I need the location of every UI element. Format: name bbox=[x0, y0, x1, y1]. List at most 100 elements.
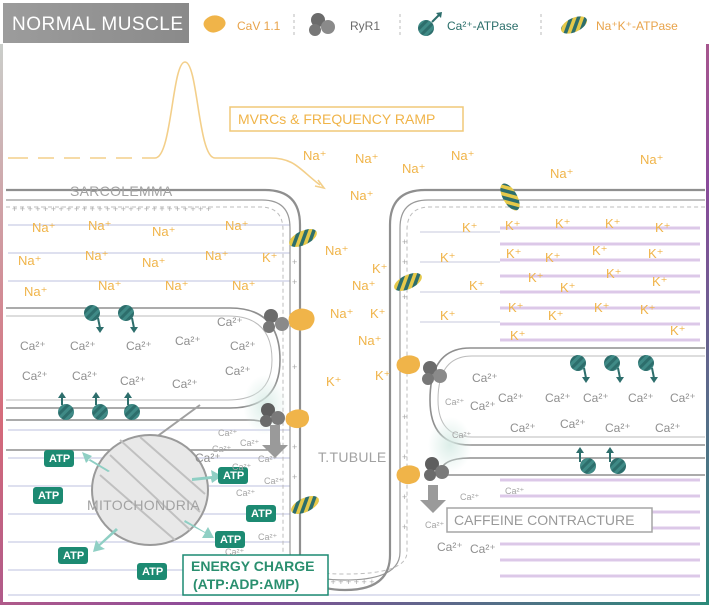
svg-text:Ca²⁺: Ca²⁺ bbox=[583, 391, 609, 405]
svg-text:ATP: ATP bbox=[63, 550, 84, 562]
ca-atpase-pumps bbox=[58, 305, 658, 474]
svg-text:K⁺: K⁺ bbox=[508, 300, 524, 315]
sarcolemma-label: SARCOLEMMA bbox=[70, 183, 173, 199]
left-cell-stripes bbox=[8, 224, 700, 596]
svg-text:+: + bbox=[402, 412, 407, 422]
svg-text:Ca²⁺: Ca²⁺ bbox=[22, 369, 48, 383]
svg-text:Na⁺: Na⁺ bbox=[402, 161, 425, 176]
ca-atpase-icon bbox=[570, 355, 590, 383]
svg-text:Ca²⁺: Ca²⁺ bbox=[172, 377, 198, 391]
svg-text:Ca²⁺: Ca²⁺ bbox=[452, 430, 472, 440]
atp-badge: ATP bbox=[44, 450, 74, 467]
svg-text:ATP: ATP bbox=[223, 470, 244, 482]
svg-text:+: + bbox=[292, 472, 297, 482]
ryr-icon bbox=[263, 309, 289, 333]
svg-text:K⁺: K⁺ bbox=[652, 274, 668, 289]
svg-text:Ca²⁺: Ca²⁺ bbox=[225, 364, 251, 378]
svg-text:+: + bbox=[292, 362, 297, 372]
ryr-icon bbox=[424, 457, 449, 481]
ca-atpase-icon bbox=[84, 305, 104, 333]
cav-icon bbox=[396, 465, 421, 485]
svg-text:Ca²⁺: Ca²⁺ bbox=[70, 339, 96, 353]
page-title: NORMAL MUSCLE bbox=[12, 14, 184, 35]
svg-text:Ca²⁺: Ca²⁺ bbox=[175, 334, 201, 348]
svg-text:Na⁺: Na⁺ bbox=[355, 151, 378, 166]
svg-text:K⁺: K⁺ bbox=[605, 216, 621, 231]
svg-text:Ca²⁺: Ca²⁺ bbox=[217, 315, 243, 329]
left-cell-membrane bbox=[6, 188, 705, 592]
svg-text:Na⁺: Na⁺ bbox=[303, 148, 326, 163]
svg-text:Ca²⁺: Ca²⁺ bbox=[628, 391, 654, 405]
ca-ions: Ca²⁺ Ca²⁺ Ca²⁺ Ca²⁺ Ca²⁺ Ca²⁺ Ca²⁺ Ca²⁺ … bbox=[20, 315, 696, 557]
ca-atpase-icon bbox=[92, 392, 108, 420]
ca-atpase-icon bbox=[118, 305, 138, 333]
mvrc-waveform bbox=[8, 61, 326, 190]
svg-text:K⁺: K⁺ bbox=[440, 250, 456, 265]
svg-text:Ca²⁺: Ca²⁺ bbox=[240, 438, 260, 448]
svg-text:K⁺: K⁺ bbox=[505, 218, 521, 233]
svg-text:Na⁺: Na⁺ bbox=[330, 306, 353, 321]
ryr-icon bbox=[260, 403, 285, 427]
svg-text:Ca²⁺: Ca²⁺ bbox=[470, 399, 496, 413]
atp-badges: ATP ATP ATP ATP ATP ATP ATP bbox=[33, 450, 276, 580]
svg-text:Ca²⁺: Ca²⁺ bbox=[472, 371, 498, 385]
svg-text:Ca²⁺: Ca²⁺ bbox=[258, 454, 278, 464]
svg-text:+ + + + + + + + + + + + + + +: + + + + + + + + + + + + + + + + + + + + … bbox=[12, 204, 211, 214]
svg-text:+: + bbox=[292, 442, 297, 452]
svg-text:Na⁺: Na⁺ bbox=[142, 255, 165, 270]
svg-text:(ATP:ADP:AMP): (ATP:ADP:AMP) bbox=[193, 576, 299, 592]
svg-text:K⁺: K⁺ bbox=[375, 368, 391, 383]
svg-text:K⁺: K⁺ bbox=[560, 280, 576, 295]
ttubule-label: T.TUBULE bbox=[318, 449, 387, 465]
svg-text:Ca²⁺-ATPase: Ca²⁺-ATPase bbox=[447, 19, 519, 33]
svg-text:ATP: ATP bbox=[38, 490, 59, 502]
svg-text:Ca²⁺: Ca²⁺ bbox=[560, 417, 586, 431]
svg-text:Ca²⁺: Ca²⁺ bbox=[470, 542, 496, 556]
svg-text:K⁺: K⁺ bbox=[528, 270, 544, 285]
svg-text:ATP: ATP bbox=[49, 453, 70, 465]
svg-text:CaV 1.1: CaV 1.1 bbox=[237, 19, 281, 33]
svg-text:K⁺: K⁺ bbox=[506, 246, 522, 261]
header: NORMAL MUSCLE CaV 1.1 RyR1 Ca²⁺-ATPase bbox=[0, 0, 709, 44]
svg-text:K⁺: K⁺ bbox=[606, 266, 622, 281]
svg-text:Ca²⁺: Ca²⁺ bbox=[445, 397, 465, 407]
svg-text:Na⁺: Na⁺ bbox=[232, 278, 255, 293]
svg-text:K⁺: K⁺ bbox=[370, 306, 386, 321]
legend-ca-atpase: Ca²⁺-ATPase bbox=[418, 12, 519, 36]
svg-text:K⁺: K⁺ bbox=[555, 216, 571, 231]
nak-atpase-icon bbox=[394, 273, 422, 291]
svg-text:K⁺: K⁺ bbox=[592, 243, 608, 258]
svg-text:Ca²⁺: Ca²⁺ bbox=[425, 520, 445, 530]
k-ions: K⁺ K⁺ K⁺ K⁺ K⁺ K⁺ K⁺ K⁺ K⁺ K⁺ K⁺ K⁺ K⁺ K… bbox=[262, 216, 686, 389]
svg-text:+: + bbox=[402, 452, 407, 462]
ca-atpase-icon bbox=[606, 447, 626, 474]
atp-badge: ATP bbox=[58, 547, 88, 564]
svg-text:+ + + + + + + +: + + + + + + + + bbox=[315, 577, 375, 587]
svg-text:K⁺: K⁺ bbox=[545, 250, 561, 265]
svg-text:Na⁺: Na⁺ bbox=[85, 248, 108, 263]
svg-text:Ca²⁺: Ca²⁺ bbox=[605, 421, 631, 435]
svg-text:K⁺: K⁺ bbox=[648, 246, 664, 261]
svg-text:Na⁺: Na⁺ bbox=[98, 278, 121, 293]
svg-text:Na⁺: Na⁺ bbox=[88, 218, 111, 233]
svg-text:RyR1: RyR1 bbox=[350, 19, 380, 33]
svg-text:+: + bbox=[402, 257, 407, 267]
atp-badge: ATP bbox=[246, 505, 276, 522]
svg-text:Ca²⁺: Ca²⁺ bbox=[437, 540, 463, 554]
svg-text:+: + bbox=[292, 257, 297, 267]
legend-ryr: RyR1 bbox=[309, 13, 380, 36]
svg-text:K⁺: K⁺ bbox=[326, 374, 342, 389]
ca-atpase-icon bbox=[576, 447, 596, 474]
svg-text:Na⁺: Na⁺ bbox=[152, 224, 175, 239]
svg-text:Ca²⁺: Ca²⁺ bbox=[72, 369, 98, 383]
svg-text:Ca²⁺: Ca²⁺ bbox=[232, 462, 252, 472]
nak-atpase-icon bbox=[560, 16, 588, 34]
atp-arrows bbox=[82, 452, 222, 552]
atp-badge: ATP bbox=[218, 467, 248, 484]
cav-icon bbox=[288, 308, 315, 331]
svg-text:Ca²⁺: Ca²⁺ bbox=[460, 492, 480, 502]
energy-charge-box: ENERGY CHARGE (ATP:ADP:AMP) bbox=[182, 554, 329, 596]
svg-text:+: + bbox=[402, 292, 407, 302]
cav-icon bbox=[203, 15, 226, 33]
svg-text:Ca²⁺: Ca²⁺ bbox=[264, 476, 284, 486]
